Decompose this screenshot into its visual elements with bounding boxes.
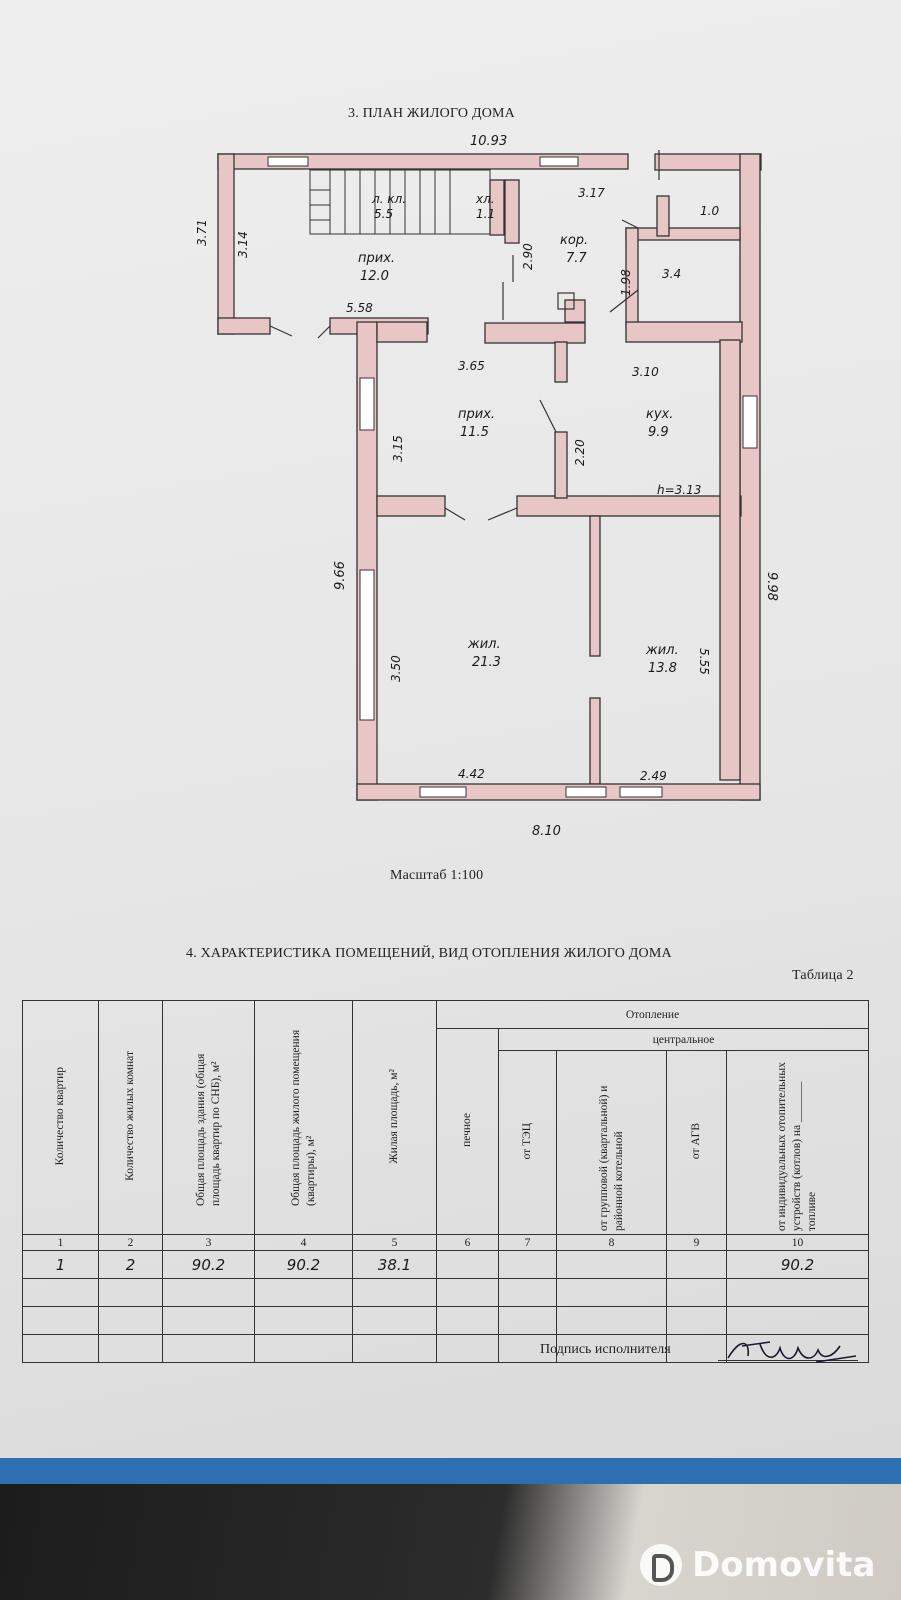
col-num: 5 xyxy=(352,1234,437,1251)
dim-height: h=3.13 xyxy=(657,483,701,497)
staircase xyxy=(309,169,491,235)
room-name-3: прих. xyxy=(358,251,395,266)
table-cell xyxy=(498,1250,557,1279)
room-area-10: 13.8 xyxy=(648,661,677,676)
signature-line xyxy=(718,1360,858,1361)
dim-bottom-total: 8.10 xyxy=(532,824,561,839)
header-living-area: Жилая площадь, м² xyxy=(352,1000,437,1235)
dim-left-total: 9.66 xyxy=(333,561,348,590)
dim-mid-right-top: 3.10 xyxy=(632,365,659,379)
room-area-8: 9.9 xyxy=(648,425,669,440)
floor-plan: 10.93 3.71 3.14 5.58 3.17 2.90 1.98 3.65… xyxy=(195,134,779,839)
walls xyxy=(217,153,762,801)
table-cell: 2 xyxy=(98,1250,163,1279)
signature-label: Подпись исполнителя xyxy=(540,1342,671,1357)
table-row xyxy=(22,1278,870,1307)
dim-mid-vert: 2.20 xyxy=(573,439,587,466)
dim-left-inner: 3.14 xyxy=(236,231,250,258)
header-central: центральное xyxy=(497,1028,870,1051)
windows xyxy=(267,156,758,798)
dim-mid-left-top: 3.65 xyxy=(458,359,485,373)
header-total-dwelling-area: Общая площадь жилого помещения (квартиры… xyxy=(254,1000,353,1235)
dim-small-vert: 1.98 xyxy=(619,269,633,296)
background-surface xyxy=(0,1484,901,1600)
header-tec: от ТЭЦ xyxy=(498,1050,557,1235)
header-individual: от индивидуальных отопительных устройств… xyxy=(725,1050,870,1235)
column-numbers-row: 1 2 3 4 5 6 7 8 9 10 xyxy=(22,1234,870,1251)
room-name-4: кор. xyxy=(560,233,588,248)
scale-label: Масштаб 1:100 xyxy=(390,868,484,883)
watermark-logo: Domovita xyxy=(640,1544,875,1586)
col-num: 1 xyxy=(22,1234,99,1251)
dim-bottom-right: 2.49 xyxy=(640,769,667,783)
table-cell: 1 xyxy=(22,1250,99,1279)
room-area-5: 1.0 xyxy=(700,204,719,218)
table-cell: 90.2 xyxy=(254,1250,353,1279)
col-num: 6 xyxy=(436,1234,499,1251)
room-name-7: прих. xyxy=(458,407,495,422)
dim-bottom-left: 4.42 xyxy=(458,767,485,781)
table-row xyxy=(22,1306,870,1335)
dim-kor-vert: 2.90 xyxy=(521,243,535,270)
header-apartments: Количество квартир xyxy=(22,1000,99,1235)
col-num: 9 xyxy=(666,1234,727,1251)
room-area-7: 11.5 xyxy=(460,425,489,440)
section4-title: 4. ХАРАКТЕРИСТИКА ПОМЕЩЕНИЙ, ВИД ОТОПЛЕН… xyxy=(186,946,672,961)
col-num: 2 xyxy=(98,1234,163,1251)
room-labels: л. кл. 5.5 хл. 1.1 прих. 12.0 кор. 7.7 1… xyxy=(358,192,719,676)
table-cell xyxy=(436,1250,499,1279)
dim-left-h: 3.71 xyxy=(195,219,209,246)
plan-title: 3. ПЛАН ЖИЛОГО ДОМА xyxy=(348,106,515,121)
room-area-1: 5.5 xyxy=(374,207,393,221)
table-cell: 38.1 xyxy=(352,1250,437,1279)
col-num: 4 xyxy=(254,1234,353,1251)
dim-small-room-vert: 5.55 xyxy=(697,648,711,675)
col-num: 10 xyxy=(725,1234,870,1251)
header-agv: от АГВ xyxy=(666,1050,727,1235)
col-num: 7 xyxy=(498,1234,557,1251)
col-num: 8 xyxy=(556,1234,667,1251)
room-area-9: 21.3 xyxy=(472,655,501,670)
rooms-heating-table: Количество квартир Количество жилых комн… xyxy=(22,1000,870,1363)
room-name-10: жил. xyxy=(645,643,679,658)
header-heating: Отопление xyxy=(435,1000,870,1029)
col-num: 3 xyxy=(162,1234,255,1251)
domovita-icon xyxy=(640,1544,682,1586)
dim-right-total: 9.98 xyxy=(764,572,779,601)
room-name-2: хл. xyxy=(475,192,495,206)
dim-upper-bottom: 5.58 xyxy=(346,301,373,315)
doors xyxy=(269,150,660,521)
dim-top-width: 10.93 xyxy=(470,134,507,149)
header-stove: печное xyxy=(436,1028,499,1235)
room-area-3: 12.0 xyxy=(360,269,389,284)
table-cell xyxy=(666,1250,727,1279)
room-area-4: 7.7 xyxy=(566,251,587,266)
table-cell: 90.2 xyxy=(725,1250,870,1279)
signature-image xyxy=(727,1341,857,1363)
document-edge xyxy=(0,1458,901,1484)
room-area-2: 1.1 xyxy=(476,207,495,221)
room-area-6: 3.4 xyxy=(662,267,681,281)
room-name-9: жил. xyxy=(467,637,501,652)
room-name-8: кух. xyxy=(646,407,673,422)
room-name-1: л. кл. xyxy=(371,192,406,206)
table-cell: 90.2 xyxy=(162,1250,255,1279)
header-rooms: Количество жилых комнат xyxy=(98,1000,163,1235)
dim-upper-right: 3.17 xyxy=(578,186,605,200)
table-cell xyxy=(556,1250,667,1279)
header-total-building-area: Общая площадь здания (общая площадь квар… xyxy=(162,1000,255,1235)
dim-mid-left-vert: 3.15 xyxy=(391,435,405,462)
header-boiler: от групповой (квартальной) и районной ко… xyxy=(556,1050,667,1235)
watermark-text: Domovita xyxy=(692,1545,876,1585)
dim-big-room-vert: 3.50 xyxy=(389,655,403,682)
table-label: Таблица 2 xyxy=(792,968,854,983)
table-row: 1 2 90.2 90.2 38.1 90.2 xyxy=(22,1250,870,1279)
